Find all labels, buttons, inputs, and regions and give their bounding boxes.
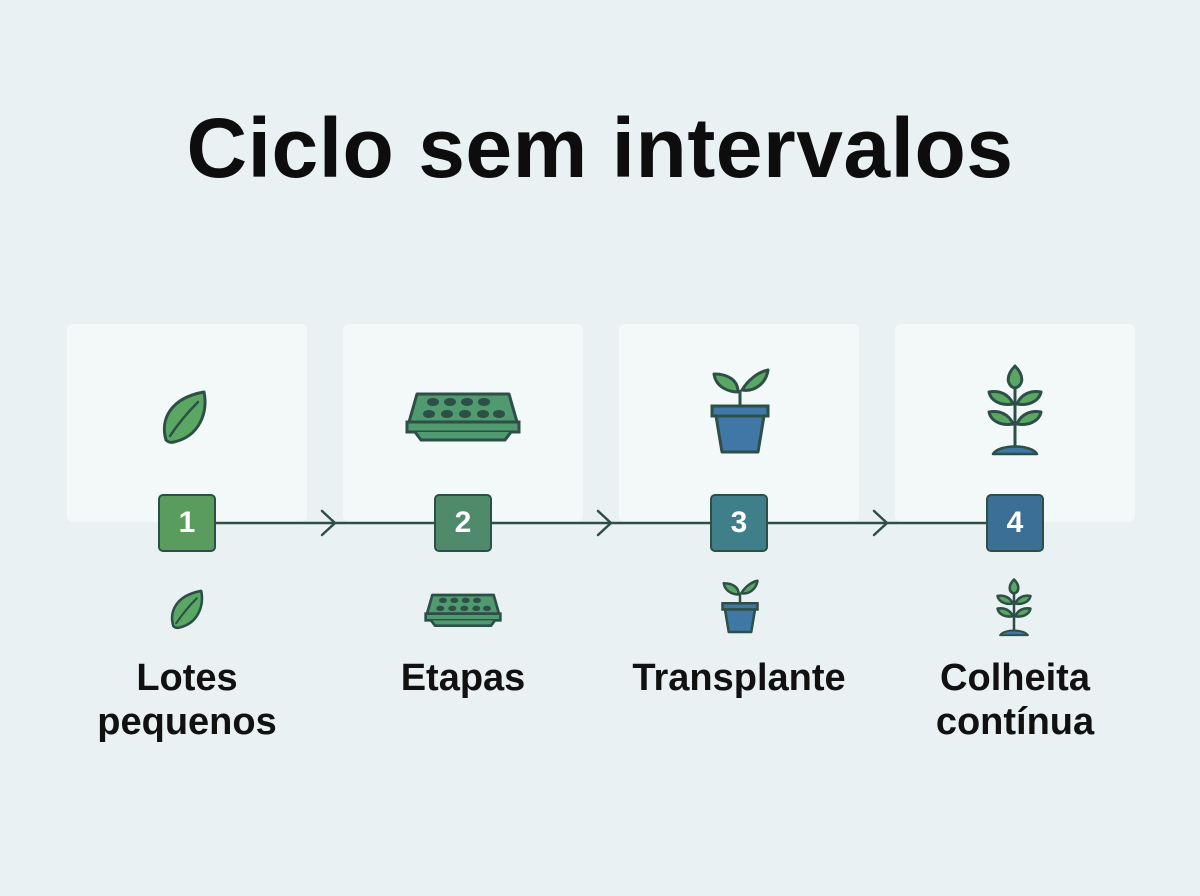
step-number-1: 1 [158, 494, 216, 552]
potted-seedling-icon [721, 579, 759, 634]
potted-seedling-icon [710, 368, 770, 454]
step-number-2: 2 [434, 494, 492, 552]
seed-tray-icon [405, 392, 521, 442]
page-title: Ciclo sem intervalos [186, 101, 1014, 195]
step-label-4: Colheita contínua [935, 657, 1095, 743]
arrow-icon [320, 509, 337, 537]
seed-tray-icon [424, 593, 502, 627]
step-label-3: Transplante [632, 657, 846, 699]
seed-icon [170, 589, 204, 630]
step-label-1: Lotes pequenos [97, 657, 277, 743]
growing-plant-icon [996, 578, 1032, 637]
seed-icon [162, 390, 207, 444]
arrow-icon [596, 509, 613, 537]
growing-plant-icon [987, 364, 1043, 456]
arrow-icon [872, 509, 889, 537]
step-number-4: 4 [986, 494, 1044, 552]
step-label-2: Etapas [400, 657, 526, 699]
step-number-3: 3 [710, 494, 768, 552]
